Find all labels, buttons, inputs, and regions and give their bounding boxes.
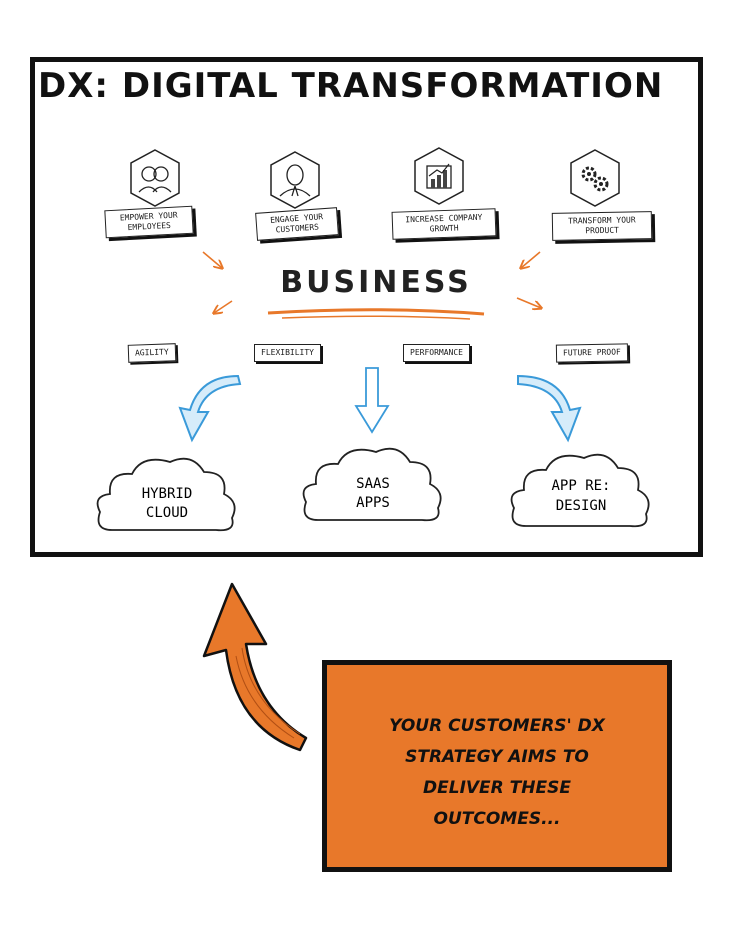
- diagram-title: DX: DIGITAL TRANSFORMATION: [38, 66, 664, 106]
- growth-chart-icon: [414, 147, 464, 205]
- gears-icon: [570, 149, 620, 207]
- employees-icon: [130, 149, 180, 207]
- cloud-saas: SAAS APPS: [302, 447, 442, 522]
- customer-icon: [270, 151, 320, 209]
- cloud-hybrid-line1: HYBRID: [142, 486, 193, 502]
- pillar-label-product: TRANSFORM YOUR PRODUCT: [551, 211, 653, 241]
- big-orange-arrow-icon: [202, 582, 308, 752]
- attribute-future-proof: FUTURE PROOF: [555, 343, 628, 363]
- callout-box: YOUR CUSTOMERS' DX STRATEGY AIMS TO DELI…: [322, 660, 672, 872]
- cloud-app-redesign: APP RE: DESIGN: [510, 453, 650, 528]
- curved-arrow-right-icon: [517, 374, 582, 443]
- pillar-label-employees: EMPOWER YOUR EMPLOYEES: [104, 205, 194, 239]
- pillar-label-customers: ENGAGE YOUR CUSTOMERS: [255, 207, 339, 241]
- cloud-app-line1: APP RE:: [551, 478, 610, 494]
- attribute-agility: AGILITY: [127, 343, 177, 363]
- cloud-hybrid: HYBRID CLOUD: [96, 457, 236, 532]
- callout-text: YOUR CUSTOMERS' DX STRATEGY AIMS TO DELI…: [327, 711, 667, 835]
- attribute-performance: PERFORMANCE: [403, 344, 470, 362]
- cloud-saas-line2: APPS: [356, 495, 390, 511]
- curved-arrow-left-icon: [178, 374, 242, 443]
- straight-arrow-down-icon: [354, 367, 390, 434]
- cloud-saas-line1: SAAS: [356, 476, 390, 492]
- callout-message: YOUR CUSTOMERS' DX STRATEGY AIMS TO DELI…: [389, 716, 605, 829]
- attribute-flexibility: FLEXIBILITY: [254, 344, 321, 362]
- pillar-label-growth: INCREASE COMPANY GROWTH: [391, 208, 497, 240]
- cloud-hybrid-line2: CLOUD: [146, 505, 188, 521]
- business-label: BUSINESS: [280, 265, 472, 300]
- cloud-app-line2: DESIGN: [556, 498, 607, 514]
